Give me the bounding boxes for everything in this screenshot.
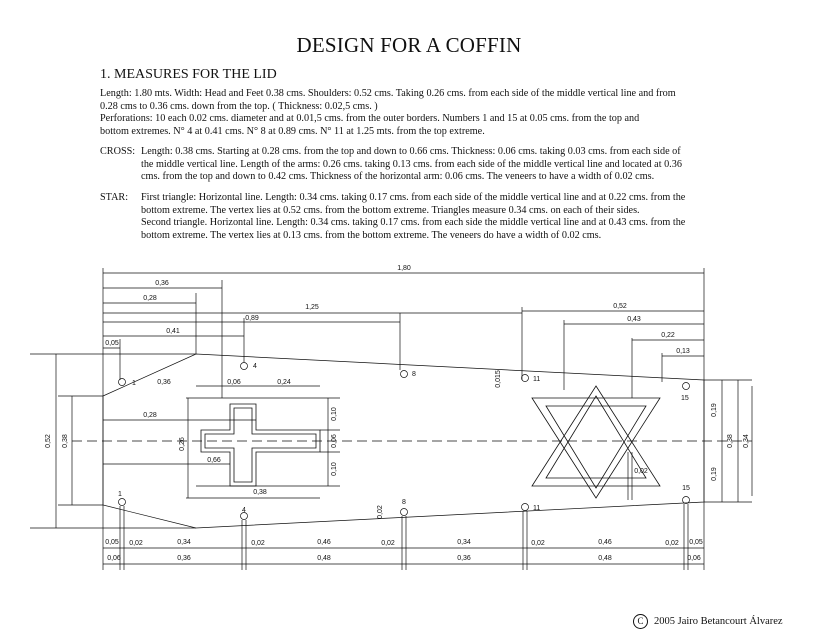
dim-label: 0,19: [711, 403, 718, 417]
dim-label: 0,34: [743, 434, 750, 448]
dim-label: 0,36: [157, 379, 171, 386]
hole-number: 8: [412, 371, 416, 378]
dim-label: 0,38: [62, 434, 69, 448]
lid-line: 0.28 cms to 0.36 cms. down from the top.…: [100, 100, 378, 112]
hole-number: 1: [132, 380, 136, 387]
dim-label: 0,05: [689, 539, 703, 546]
hole-number: 1: [118, 491, 122, 498]
copyright: C 2005 Jairo Betancourt Álvarez: [633, 614, 783, 629]
dim-total-length: 1,80: [397, 265, 411, 272]
cross-line: the middle vertical line. Length of the …: [141, 158, 682, 170]
dim-label: 0,36: [155, 280, 169, 287]
star-line: bottom extreme. The vertex lies at 0.52 …: [141, 204, 640, 216]
copyright-text: 2005 Jairo Betancourt Álvarez: [654, 616, 783, 627]
dim-label: 0,06: [687, 555, 701, 562]
cross-label: CROSS:: [100, 146, 136, 157]
dim-label: 0,02: [251, 540, 265, 547]
dim-label: 0,26: [179, 437, 186, 451]
dim-label: 0,02: [381, 540, 395, 547]
dim-label: 0,43: [627, 316, 641, 323]
star-line: bottom extreme. The vertex lies at 0.13 …: [141, 229, 602, 241]
dim-label: 0,10: [331, 462, 338, 476]
dim-label: 0,02: [129, 540, 143, 547]
dim-label: 0,66: [207, 457, 221, 464]
lid-description: Length: 1.80 mts. Width: Head and Feet 0…: [100, 88, 676, 138]
dim-label: 0,02: [665, 540, 679, 547]
dim-label: 0,24: [277, 379, 291, 386]
dim-label: 0,46: [317, 539, 331, 546]
cross-line: Length: 0.38 cms. Starting at 0.28 cms. …: [141, 146, 681, 157]
dim-label: 0,13: [676, 348, 690, 355]
dim-label: 0,22: [661, 332, 675, 339]
dim-label: 0,05: [105, 340, 119, 347]
dim-label: 0,36: [177, 555, 191, 562]
page-title: DESIGN FOR A COFFIN: [296, 33, 522, 57]
dim-label: 0,89: [245, 315, 259, 322]
star-line: Second triangle. Horizontal line. Length…: [141, 217, 686, 229]
hole-number: 11: [533, 505, 540, 512]
cross: [200, 403, 321, 487]
star-label: STAR:: [100, 192, 129, 203]
hole-number: 4: [242, 507, 246, 514]
dim-label: 0,52: [45, 434, 52, 448]
dim-label: 0,41: [166, 328, 180, 335]
dim-label: 0,38: [727, 434, 734, 448]
dim-label: 0,34: [177, 539, 191, 546]
cross-description: Length: 0.38 cms. Starting at 0.28 cms. …: [141, 146, 682, 184]
hole-number: 15: [681, 395, 689, 402]
star-of-david: [531, 385, 661, 499]
dim-label: 0,34: [457, 539, 471, 546]
dim-label: 0,02: [634, 468, 648, 475]
star-line: First triangle: Horizontal line. Length:…: [141, 192, 686, 203]
cross-line: cms. from the top and down to 0.42 cms. …: [141, 171, 655, 183]
dim-label: 0,28: [143, 412, 157, 419]
dim-label: 0,48: [317, 555, 331, 562]
hole-number: 8: [402, 499, 406, 506]
dim-label: 0,28: [143, 295, 157, 302]
section-heading: 1. MEASURES FOR THE LID: [100, 67, 277, 82]
dim-label: 0,06: [331, 434, 338, 448]
dim-label: 0,015: [495, 370, 502, 388]
hole-number: 4: [253, 363, 257, 370]
dim-label: 0,06: [227, 379, 241, 386]
dim-label: 0,06: [107, 555, 121, 562]
lid-line: Length: 1.80 mts. Width: Head and Feet 0…: [100, 88, 676, 99]
dim-label: 0,38: [253, 489, 267, 496]
dim-label: 0,36: [457, 555, 471, 562]
lid-line: bottom extremes. N° 4 at 0.41 cms. N° 8 …: [100, 125, 485, 137]
dim-label: 0,10: [331, 407, 338, 421]
dim-label: 0,19: [711, 467, 718, 481]
star-description: First triangle: Horizontal line. Length:…: [141, 192, 685, 242]
copyright-icon: C: [633, 614, 648, 629]
coffin-lid-diagram: 1,80 0,36 0,28 1,25 0,89 0,41 0,05 0,52 …: [30, 265, 753, 570]
hole-number: 15: [682, 485, 690, 492]
dim-label: 0,02: [531, 540, 545, 547]
hole-number: 11: [533, 376, 540, 383]
dim-label: 0,52: [613, 303, 627, 310]
dim-label: 0,46: [598, 539, 612, 546]
dim-label: 1,25: [305, 304, 319, 311]
dim-label: 0,48: [598, 555, 612, 562]
dim-label: 0,05: [105, 539, 119, 546]
dim-label: 0,02: [377, 505, 384, 519]
lid-line: Perforations: 10 each 0.02 cms. diameter…: [100, 113, 640, 125]
